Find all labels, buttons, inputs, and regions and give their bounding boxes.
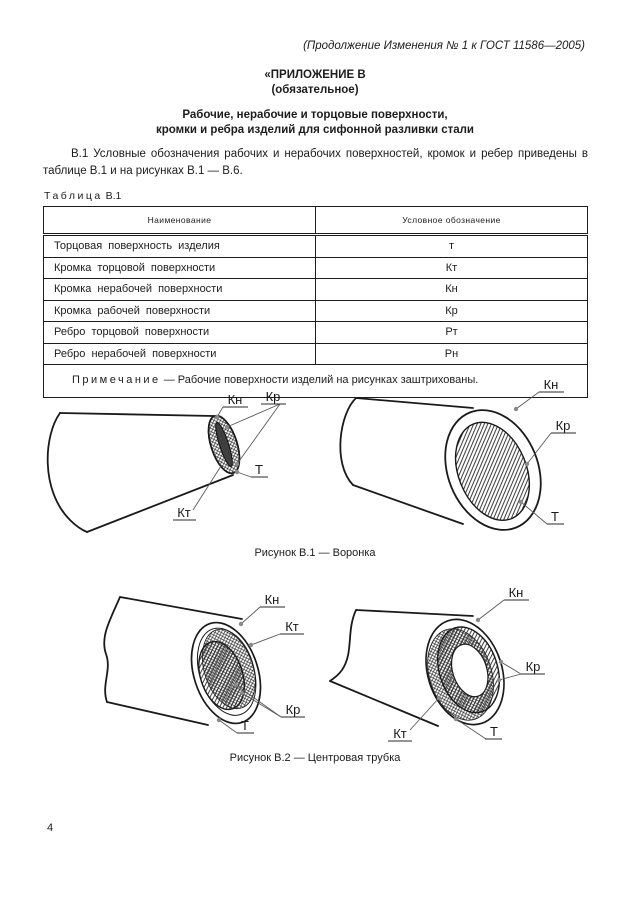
designations-table: Наименование Условное обозначение Торцов… bbox=[43, 206, 588, 398]
table-row: Кромка нерабочей поверхности Кн bbox=[43, 278, 588, 301]
row-symbol: Рт bbox=[315, 321, 588, 344]
appendix-subtitle: (обязательное) bbox=[271, 83, 359, 96]
fig2-left-label-kr: Кр bbox=[286, 702, 301, 717]
fig1-right-label-kr: Кр bbox=[556, 418, 571, 433]
row-symbol: Кн bbox=[315, 278, 588, 301]
leader-lines bbox=[216, 606, 282, 734]
funnel-end-face bbox=[444, 409, 542, 531]
leader-lines bbox=[192, 403, 281, 511]
table-row: Ребро нерабочей поверхности Рн bbox=[43, 342, 588, 365]
row-symbol: т bbox=[315, 234, 588, 258]
section-title-line2: кромки и ребра изделий для сифонной разл… bbox=[155, 123, 475, 136]
figure-b2-caption: Рисунок В.2 — Центровая трубка bbox=[229, 752, 401, 764]
column-header-symbol: Условное обозначение bbox=[315, 206, 588, 236]
fig2-left-label-kn: Кн bbox=[265, 592, 280, 607]
table-row: Ребро торцовой поверхности Рт bbox=[43, 321, 588, 344]
fig2-right-label-kn: Кн bbox=[509, 585, 524, 600]
table-note-text: — Рабочие поверхности изделий на рисунка… bbox=[163, 374, 479, 387]
fig2-left-label-kt: Кт bbox=[285, 619, 299, 634]
figure-b1-right-funnel: Кн Кр Т bbox=[339, 377, 576, 531]
table-label: Таблица В.1 bbox=[44, 190, 121, 202]
fig1-right-label-kn: Кн bbox=[544, 377, 559, 392]
table-note: Примечание — Рабочие поверхности изделий… bbox=[43, 364, 588, 398]
table-note-label: Примечание bbox=[72, 374, 161, 387]
table-label-number: В.1 bbox=[105, 190, 122, 202]
table-note-row: Примечание — Рабочие поверхности изделий… bbox=[43, 364, 588, 398]
fig2-right-label-kr: Кр bbox=[526, 659, 541, 674]
row-name: Кромка торцовой поверхности bbox=[43, 256, 316, 279]
row-name: Торцовая поверхность изделия bbox=[43, 234, 316, 258]
column-header-name: Наименование bbox=[43, 206, 316, 236]
row-symbol: Кт bbox=[315, 256, 588, 279]
funnel-body-outline bbox=[339, 397, 474, 525]
fig1-left-label-t: Т bbox=[255, 462, 263, 477]
fig1-right-label-t: Т bbox=[551, 509, 559, 524]
fig2-left-label-t: Т bbox=[241, 718, 249, 733]
funnel-body-outline bbox=[46, 412, 234, 533]
table-row: Кромка торцовой поверхности Кт bbox=[43, 256, 588, 279]
tube-end-face bbox=[425, 618, 505, 726]
intro-paragraph: В.1 Условные обозначения рабочих и нераб… bbox=[43, 148, 588, 177]
fig1-left-label-kn: Кн bbox=[228, 392, 243, 407]
row-name: Кромка нерабочей поверхности bbox=[43, 278, 316, 301]
table-row: Кромка рабочей поверхности Кр bbox=[43, 299, 588, 322]
row-name: Ребро торцовой поверхности bbox=[43, 321, 316, 344]
section-title-line1: Рабочие, нерабочие и торцовые поверхност… bbox=[182, 109, 448, 121]
row-name: Кромка рабочей поверхности bbox=[43, 299, 316, 322]
figure-b1-caption: Рисунок В.1 — Воронка bbox=[254, 547, 376, 559]
page-number: 4 bbox=[47, 822, 54, 834]
header-note: (Продолжение Изменения № 1 к ГОСТ 11586—… bbox=[303, 40, 585, 52]
row-symbol: Кр bbox=[315, 299, 588, 322]
funnel-end-face bbox=[207, 414, 241, 475]
fig2-right-label-t: Т bbox=[490, 724, 498, 739]
table-header-row: Наименование Условное обозначение bbox=[43, 206, 588, 236]
row-name: Ребро нерабочей поверхности bbox=[43, 342, 316, 365]
section-title: Рабочие, нерабочие и торцовые поверхност… bbox=[0, 108, 630, 138]
fig1-left-label-kt: Кт bbox=[177, 505, 191, 520]
leader-lines bbox=[513, 391, 552, 525]
figure-b2-left-tube: Кн Кт Кр Т bbox=[103, 592, 305, 734]
leader-lines bbox=[409, 599, 522, 740]
fig1-left-label-kr: Кр bbox=[266, 389, 281, 404]
table-row: Торцовая поверхность изделия т bbox=[43, 234, 588, 258]
fig2-right-label-kt: Кт bbox=[393, 726, 407, 741]
figure-b1-left-funnel: Кн Кр Т Кт bbox=[46, 389, 286, 533]
appendix-heading: «ПРИЛОЖЕНИЕ В (обязательное) bbox=[0, 68, 630, 98]
tube-end-face bbox=[190, 621, 262, 725]
table-label-word: Таблица bbox=[44, 190, 103, 202]
figure-b2-right-tube: Кн Кр Кт Т bbox=[329, 585, 545, 742]
row-symbol: Рн bbox=[315, 342, 588, 365]
tube-body-outline bbox=[103, 596, 243, 726]
appendix-title: «ПРИЛОЖЕНИЕ В bbox=[264, 69, 366, 81]
